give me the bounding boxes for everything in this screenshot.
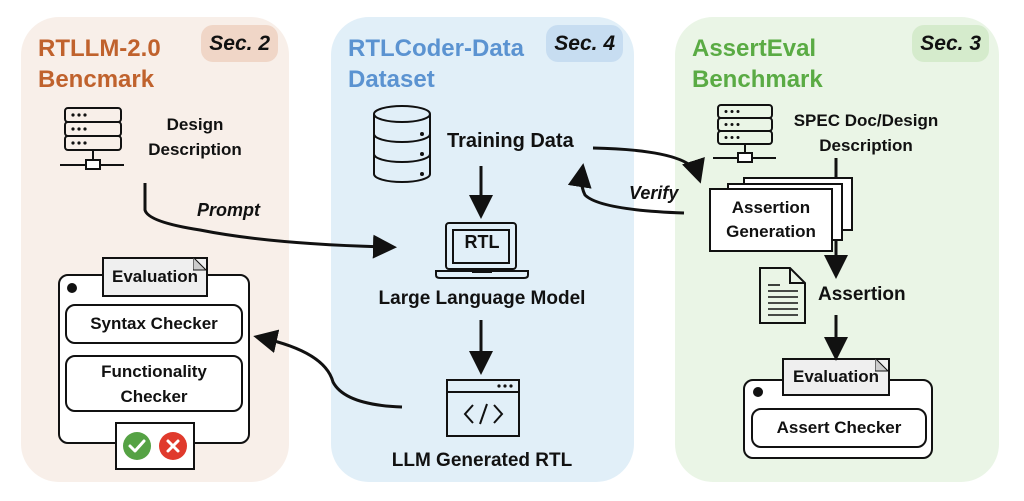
panel-title: RTLLM-2.0 Bencmark (38, 35, 161, 93)
section-badge: Sec. 4 (546, 25, 623, 62)
document-icon (759, 267, 806, 324)
laptop-screen-text: RTL (464, 232, 500, 252)
fail-x-icon (159, 432, 187, 460)
design-description-label: Design Description (148, 115, 242, 159)
server-icon (713, 104, 776, 163)
folded-corner-icon (875, 358, 889, 372)
database-icon (373, 105, 431, 183)
llm-label: Large Language Model (378, 288, 586, 309)
server-icon (60, 107, 124, 170)
syntax-checker: Syntax Checker (65, 304, 243, 344)
panel-title: RTLCoder-Data Dataset (348, 35, 525, 93)
spec-doc-label: SPEC Doc/Design Description (793, 111, 939, 155)
generated-rtl-label: LLM Generated RTL (391, 450, 573, 471)
assertion-generation-box: Assertion Generation (709, 188, 833, 252)
training-data-label: Training Data (447, 130, 574, 152)
check-pass-icon (123, 432, 151, 460)
verify-edge-label: Verify (629, 183, 679, 203)
section-badge: Sec. 2 (201, 25, 278, 62)
window-dot-icon (753, 387, 763, 397)
panel-title: AssertEval Benchmark (692, 35, 823, 93)
evaluation-tab: Evaluation (782, 358, 890, 396)
assert-checker: Assert Checker (751, 408, 927, 448)
section-badge: Sec. 3 (912, 25, 989, 62)
laptop-icon (435, 222, 529, 279)
code-window-icon (446, 379, 520, 437)
prompt-edge-label: Prompt (197, 200, 260, 220)
folded-corner-icon (193, 257, 207, 271)
functionality-checker: Functionality Checker (65, 355, 243, 412)
assertion-label: Assertion (818, 284, 906, 305)
window-dot-icon (67, 283, 77, 293)
evaluation-tab: Evaluation (102, 257, 208, 297)
result-box (115, 422, 195, 470)
